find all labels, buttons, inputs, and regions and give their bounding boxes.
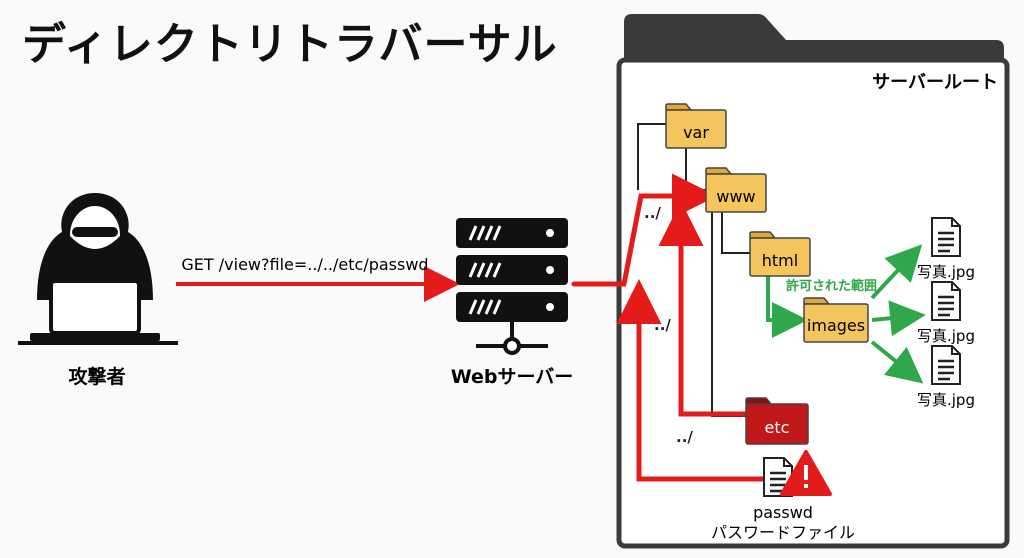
allowed-range-arrow — [766, 276, 808, 338]
image-file-arrows — [870, 244, 926, 384]
server-label: Webサーバー — [451, 366, 574, 388]
folder-label: images — [807, 316, 865, 335]
folder-label: html — [762, 251, 798, 270]
traversal-path — [571, 173, 767, 482]
file-label: 写真.jpg — [917, 327, 975, 345]
dotdot-label: ../ — [676, 428, 693, 446]
image-file[interactable]: 写真.jpg — [917, 216, 975, 281]
server-root-label: サーバールート — [872, 72, 998, 93]
image-file[interactable]: 写真.jpg — [917, 344, 975, 409]
page-title: ディレクトリトラバーサル — [22, 19, 558, 70]
folder-var[interactable]: var — [665, 103, 727, 149]
passwd-name: passwd — [753, 503, 813, 522]
file-icon — [930, 344, 962, 386]
file-icon — [930, 280, 962, 322]
file-label: 写真.jpg — [917, 391, 975, 409]
warning-icon — [780, 450, 832, 496]
hacker-icon — [18, 193, 178, 345]
server-icon — [456, 218, 568, 355]
passwd-file[interactable] — [762, 450, 832, 498]
request-label: GET /view?file=../../etc/passwd — [181, 255, 428, 274]
folder-label: www — [716, 187, 755, 206]
folder-etc[interactable]: etc — [745, 397, 809, 445]
folder-icon — [745, 397, 809, 445]
file-label: 写真.jpg — [917, 263, 975, 281]
allowed-range-label: 許可された範囲 — [786, 278, 877, 294]
folder-images[interactable]: images — [803, 297, 869, 343]
folder-label: etc — [765, 418, 790, 437]
dotdot-label: ../ — [654, 316, 671, 334]
file-icon — [930, 216, 962, 258]
passwd-desc: パスワードファイル — [711, 523, 855, 542]
attacker-label: 攻撃者 — [68, 365, 125, 388]
folder-icon — [803, 297, 869, 343]
folder-label: var — [683, 123, 709, 142]
folder-www[interactable]: www — [705, 167, 767, 213]
dotdot-label: ../ — [644, 204, 661, 222]
folder-html[interactable]: html — [749, 231, 811, 277]
image-file[interactable]: 写真.jpg — [917, 280, 975, 345]
